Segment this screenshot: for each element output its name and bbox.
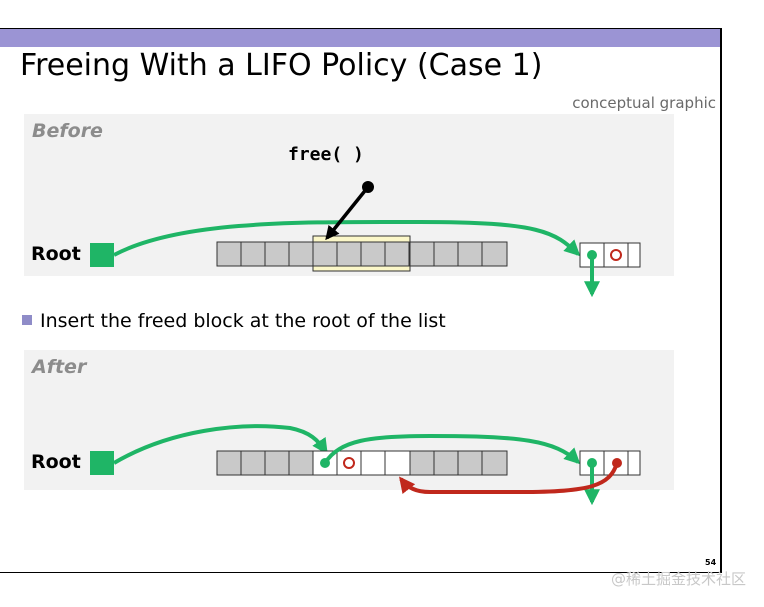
slide-frame	[0, 28, 722, 573]
after-label: After	[32, 356, 87, 378]
slide-title: Freeing With a LIFO Policy (Case 1)	[20, 48, 543, 83]
freed-block-cell	[384, 241, 410, 267]
block-tail-cell	[627, 450, 641, 476]
block-cell	[433, 241, 459, 267]
before-memory-blocks	[216, 235, 508, 272]
before-root-label: Root	[31, 243, 81, 265]
freed-next-arrow	[323, 433, 581, 465]
after-root-pointer-box	[90, 451, 114, 475]
block-cell	[264, 450, 290, 476]
block-cell	[433, 450, 459, 476]
block-cell	[216, 450, 242, 476]
bullet-item: Insert the freed block at the root of th…	[22, 310, 446, 332]
conceptual-graphic-note: conceptual graphic	[572, 94, 716, 112]
block-cell	[481, 241, 508, 267]
prev-pointer-arrow	[399, 462, 619, 495]
header-bar	[0, 29, 720, 47]
freed-block-cell	[360, 450, 386, 476]
block-cell	[240, 450, 266, 476]
before-root-pointer-box	[90, 243, 114, 267]
bullet-square-icon	[22, 315, 32, 325]
bullet-text: Insert the freed block at the root of th…	[40, 310, 446, 332]
before-diagram	[90, 181, 641, 298]
block-cell	[264, 241, 290, 267]
freed-block-cell	[336, 241, 362, 267]
block-cell	[457, 450, 483, 476]
block-cell	[409, 450, 435, 476]
block-cell	[457, 241, 483, 267]
after-memory-blocks	[216, 450, 508, 476]
freed-null-prev-pointer-icon	[343, 457, 355, 469]
prev-pointer-cell	[603, 242, 629, 268]
freed-block-cell	[360, 241, 386, 267]
free-pointer-arrow	[325, 185, 370, 241]
after-root-arrow	[112, 424, 328, 465]
block-cell	[216, 241, 242, 267]
block-tail-cell	[627, 242, 641, 268]
before-list-head-block	[579, 242, 641, 298]
after-diagram	[90, 424, 641, 506]
block-cell	[409, 241, 435, 267]
block-cell	[288, 241, 314, 267]
after-root-label: Root	[31, 451, 81, 473]
watermark: @稀土掘金技术社区	[610, 570, 746, 588]
block-cell	[481, 450, 508, 476]
freed-prev-cell	[336, 450, 362, 476]
freed-block-cell	[384, 450, 411, 476]
before-root-arrow	[113, 219, 581, 257]
freed-block-cell	[312, 241, 338, 267]
page-number: 54	[705, 558, 717, 567]
after-list-block	[399, 450, 641, 506]
null-prev-pointer-icon	[610, 249, 622, 261]
free-call-code: free( )	[288, 144, 364, 165]
block-cell	[288, 450, 314, 476]
before-label: Before	[32, 120, 103, 142]
block-cell	[240, 241, 266, 267]
